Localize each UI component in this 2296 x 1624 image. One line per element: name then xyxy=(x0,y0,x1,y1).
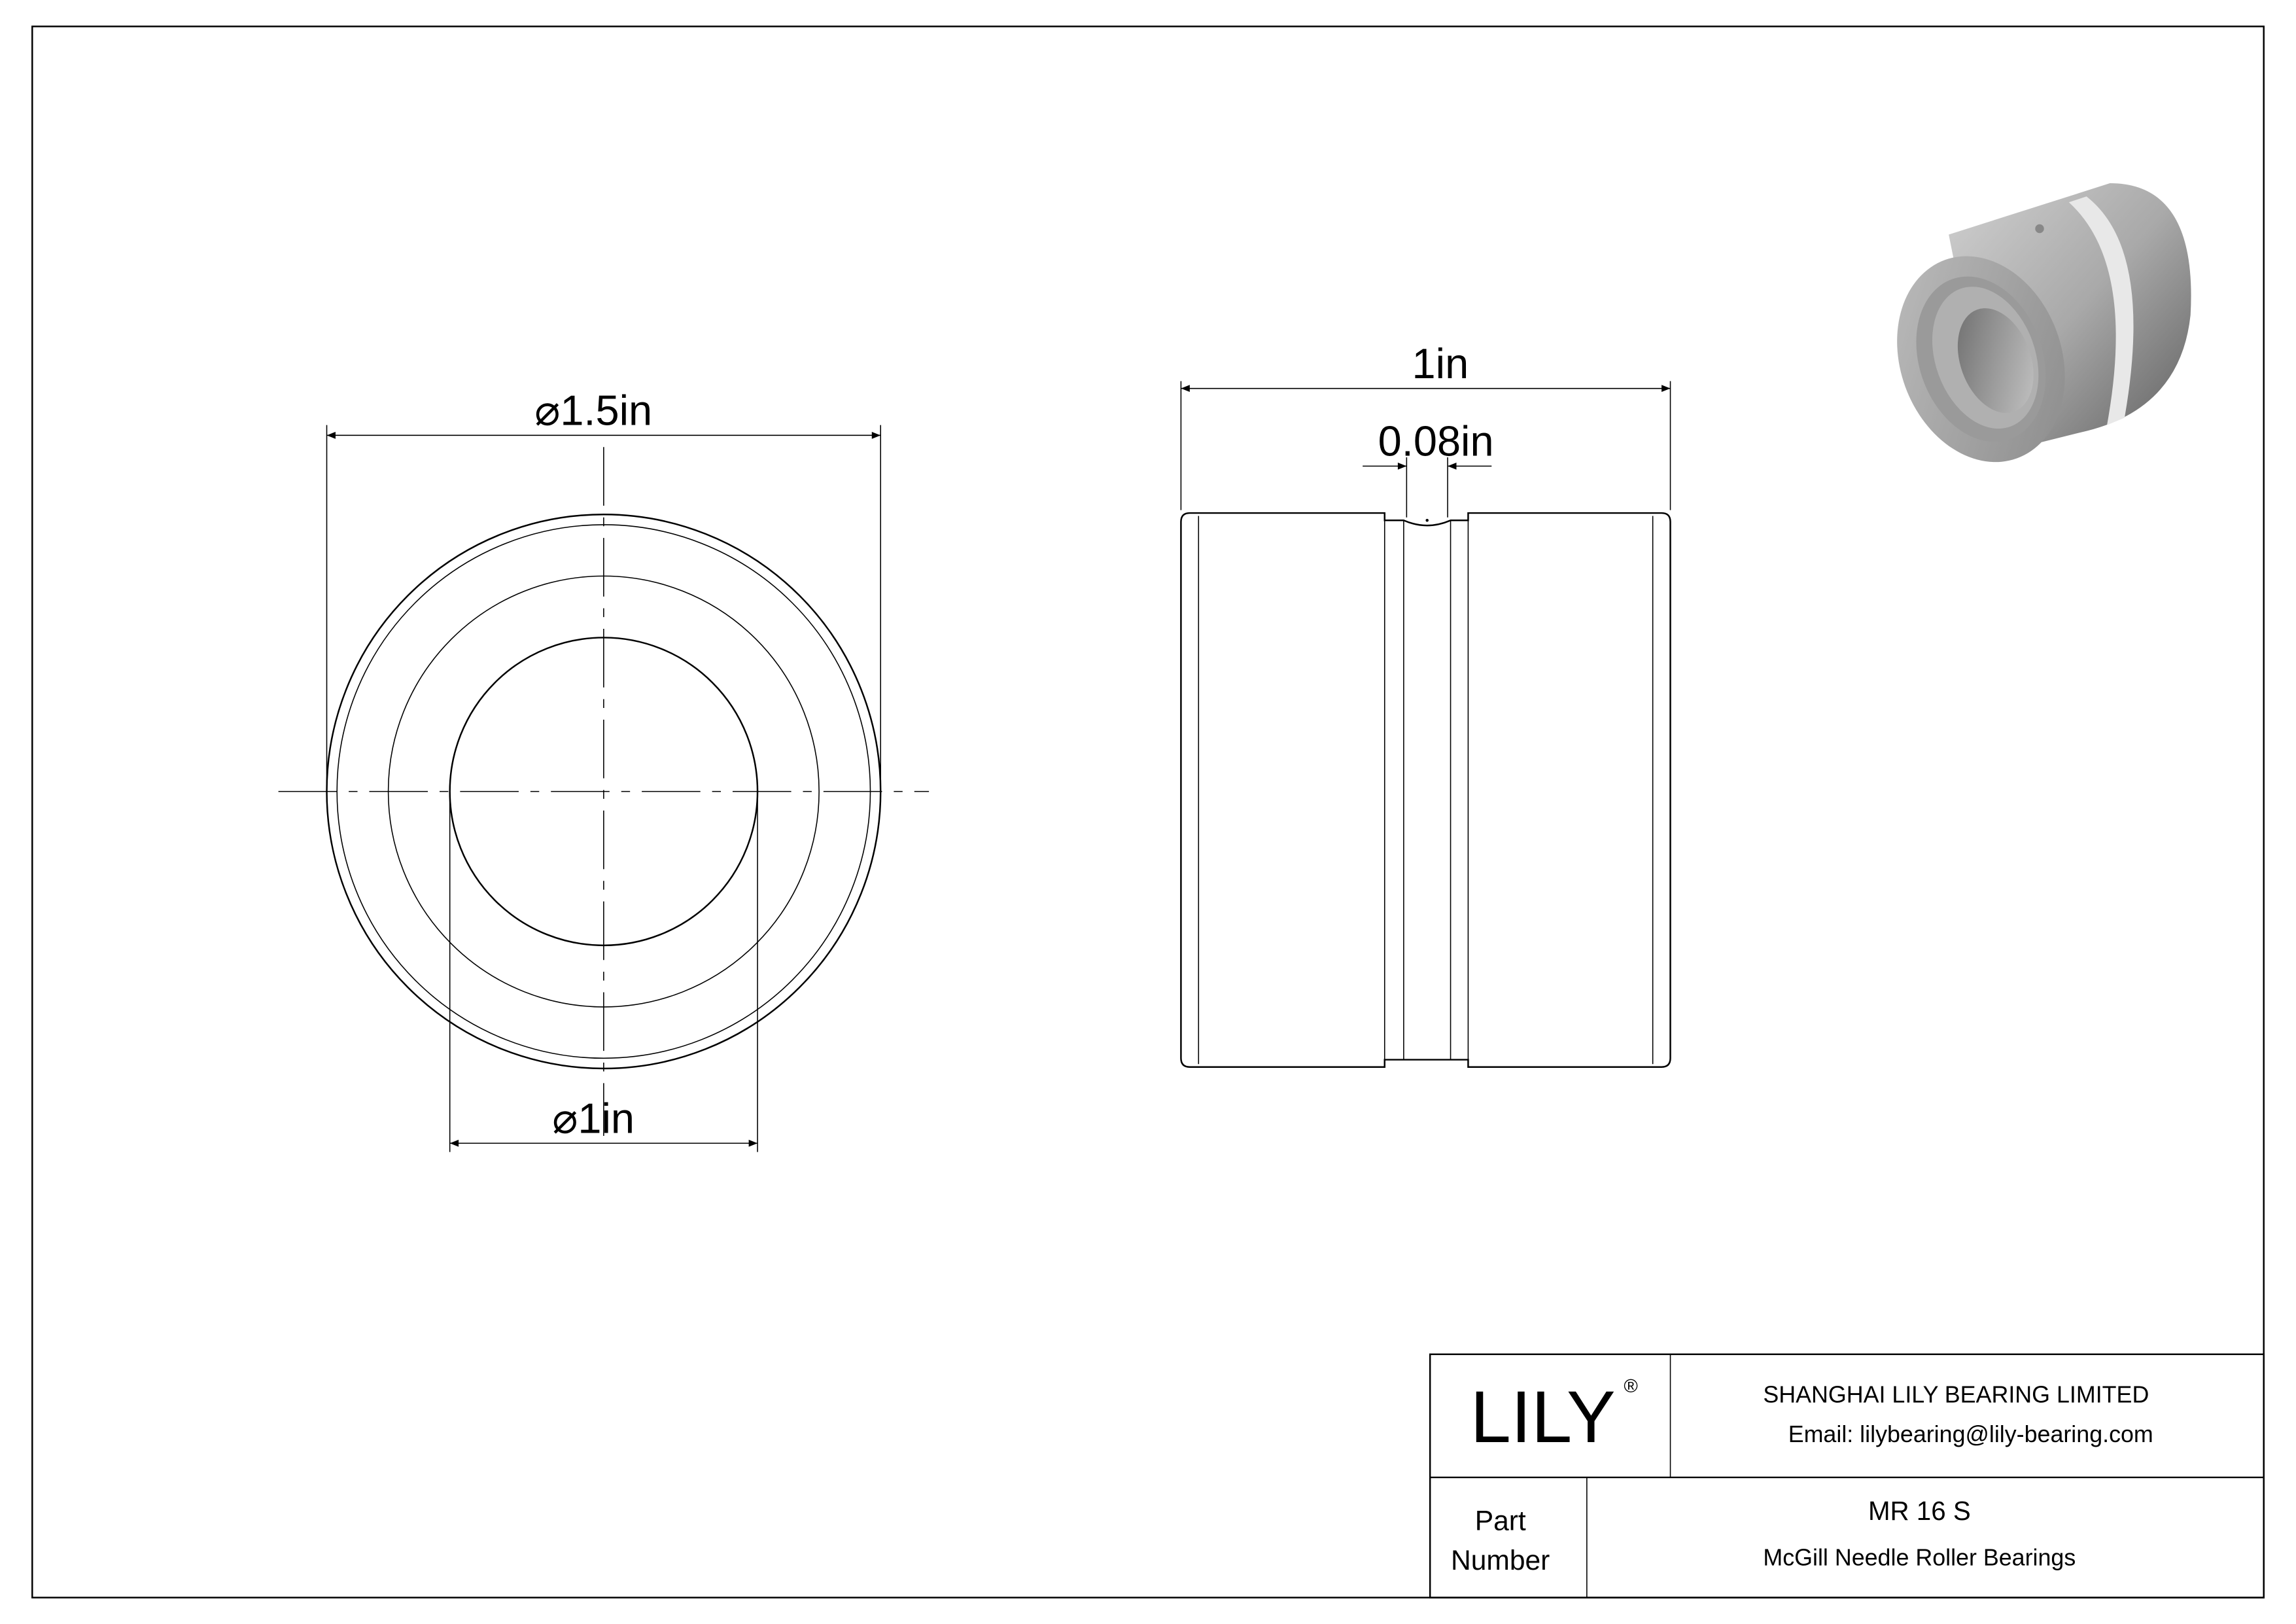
bearing-side-outline xyxy=(1180,512,1671,1068)
drawing-border xyxy=(31,26,2265,1598)
part-number: MR 16 S xyxy=(1868,1496,1971,1526)
company-logo: LILY xyxy=(1470,1376,1616,1458)
part-description: McGill Needle Roller Bearings xyxy=(1763,1544,2076,1570)
part-label: Part xyxy=(1475,1506,1526,1537)
bearing-3d-render xyxy=(1897,183,2191,463)
title-block: LILY ® SHANGHAI LILY BEARING LIMITED Ema… xyxy=(1429,1353,2265,1598)
number-label: Number xyxy=(1451,1545,1550,1576)
side-view: 1in 0.08in xyxy=(1180,340,1671,1068)
groove-width-label: 0.08in xyxy=(1378,417,1494,465)
company-email: Email: lilybearing@lily-bearing.com xyxy=(1788,1421,2153,1447)
front-view: ⌀1.5in ⌀1in xyxy=(278,387,930,1152)
registered-mark: ® xyxy=(1624,1376,1637,1397)
inner-diameter-label: ⌀1in xyxy=(552,1095,635,1142)
outer-diameter-label: ⌀1.5in xyxy=(534,387,652,434)
company-name: SHANGHAI LILY BEARING LIMITED xyxy=(1763,1382,2149,1408)
width-label: 1in xyxy=(1412,340,1469,387)
oil-hole-mark xyxy=(1425,519,1429,522)
